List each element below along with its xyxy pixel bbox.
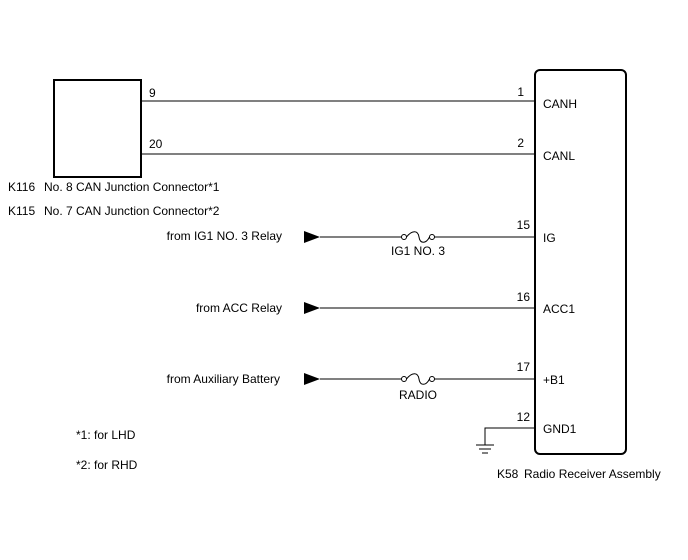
arrow-batt-icon xyxy=(304,373,320,385)
signal-acc: ACC1 xyxy=(543,302,575,316)
k116-code: K116 xyxy=(8,180,35,194)
fuse-ig-label: IG1 NO. 3 xyxy=(391,244,445,258)
arrow-ig-icon xyxy=(304,231,320,243)
fuse-ig-terminal-left xyxy=(401,234,407,240)
receiver-pin-acc: 16 xyxy=(517,290,531,304)
source-acc: from ACC Relay xyxy=(196,301,282,315)
k115-name: No. 7 CAN Junction Connector*2 xyxy=(44,204,220,218)
ground-icon xyxy=(476,444,494,454)
receiver-pin-gnd: 12 xyxy=(517,410,531,424)
receiver-pin-ig: 15 xyxy=(517,218,531,232)
k116-name: No. 8 CAN Junction Connector*1 xyxy=(44,180,220,194)
note-lhd: *1: for LHD xyxy=(76,428,136,442)
fuse-batt-label: RADIO xyxy=(399,388,437,402)
signal-batt: +B1 xyxy=(543,373,565,387)
source-ig: from IG1 NO. 3 Relay xyxy=(167,229,282,243)
signal-canl: CANL xyxy=(543,149,575,163)
fuse-batt-terminal-right xyxy=(429,376,435,382)
fuse-batt-icon xyxy=(406,373,430,385)
signal-canh: CANH xyxy=(543,97,577,111)
source-batt: from Auxiliary Battery xyxy=(167,372,280,386)
junction-connector-box xyxy=(53,79,142,178)
radio-receiver-box xyxy=(534,69,627,455)
junction-pin-canl: 20 xyxy=(149,137,163,151)
receiver-pin-batt: 17 xyxy=(517,360,531,374)
k115-code: K115 xyxy=(8,204,35,218)
signal-ig: IG xyxy=(543,231,556,245)
fuse-ig-terminal-right xyxy=(429,234,435,240)
receiver-pin-canl: 2 xyxy=(517,136,524,150)
k58-code: K58 xyxy=(497,467,519,481)
fuse-batt-terminal-left xyxy=(401,376,407,382)
junction-pin-canh: 9 xyxy=(149,86,156,100)
receiver-pin-canh: 1 xyxy=(517,85,524,99)
arrow-acc-icon xyxy=(304,302,320,314)
signal-gnd: GND1 xyxy=(543,422,577,436)
note-rhd: *2: for RHD xyxy=(76,458,138,472)
k58-name: Radio Receiver Assembly xyxy=(524,467,661,481)
ground-wire xyxy=(484,427,535,445)
fuse-ig-icon xyxy=(406,231,430,243)
